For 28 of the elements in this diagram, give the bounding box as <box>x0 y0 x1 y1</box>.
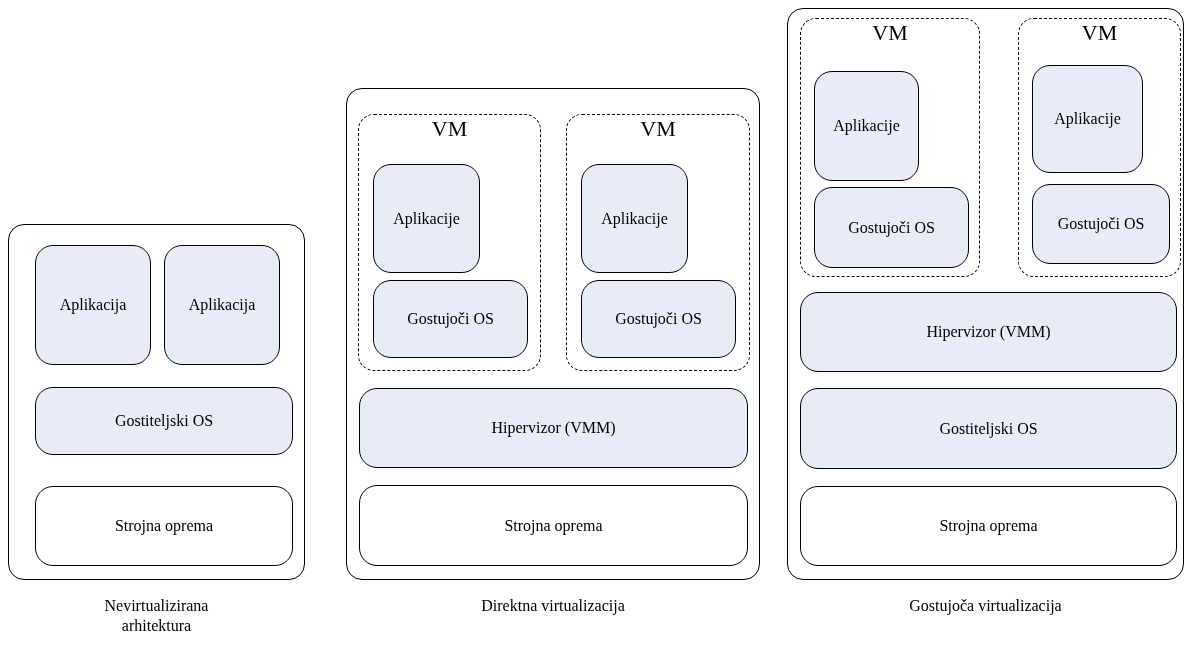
layer-box: Aplikacije <box>581 164 688 273</box>
layer-box: Aplikacije <box>373 164 480 273</box>
dashed-container <box>800 18 980 277</box>
layer-box: Gostujoči OS <box>581 280 736 358</box>
layer-box: Strojna oprema <box>359 485 748 566</box>
vm-label: VM <box>1081 21 1118 45</box>
layer-box: Gostiteljski OS <box>800 388 1177 469</box>
dashed-container <box>358 114 541 371</box>
layer-box: Strojna oprema <box>800 486 1177 566</box>
panel-caption: Gostujoča virtualizacija <box>908 596 1063 616</box>
vm-label: VM <box>640 117 676 141</box>
panel-caption: Direktna virtualizacija <box>480 596 626 616</box>
vm-label: VM <box>872 21 908 45</box>
layer-box: Aplikacije <box>1032 65 1143 173</box>
layer-box: Aplikacija <box>164 245 280 365</box>
layer-box: Hipervizor (VMM) <box>359 388 748 468</box>
layer-box: Aplikacija <box>35 245 151 365</box>
layer-box: Gostujoči OS <box>373 280 528 358</box>
layer-box: Strojna oprema <box>35 486 293 566</box>
layer-box: Aplikacije <box>814 71 919 181</box>
panel-caption: Nevirtualizirana arhitektura <box>103 596 210 636</box>
vm-label: VM <box>431 117 468 141</box>
dashed-container <box>1018 18 1181 277</box>
layer-box: Gostiteljski OS <box>35 387 293 455</box>
layer-box: Hipervizor (VMM) <box>800 292 1177 372</box>
layer-box: Gostujoči OS <box>814 187 969 268</box>
layer-box: Gostujoči OS <box>1032 184 1170 264</box>
dashed-container <box>566 114 750 371</box>
